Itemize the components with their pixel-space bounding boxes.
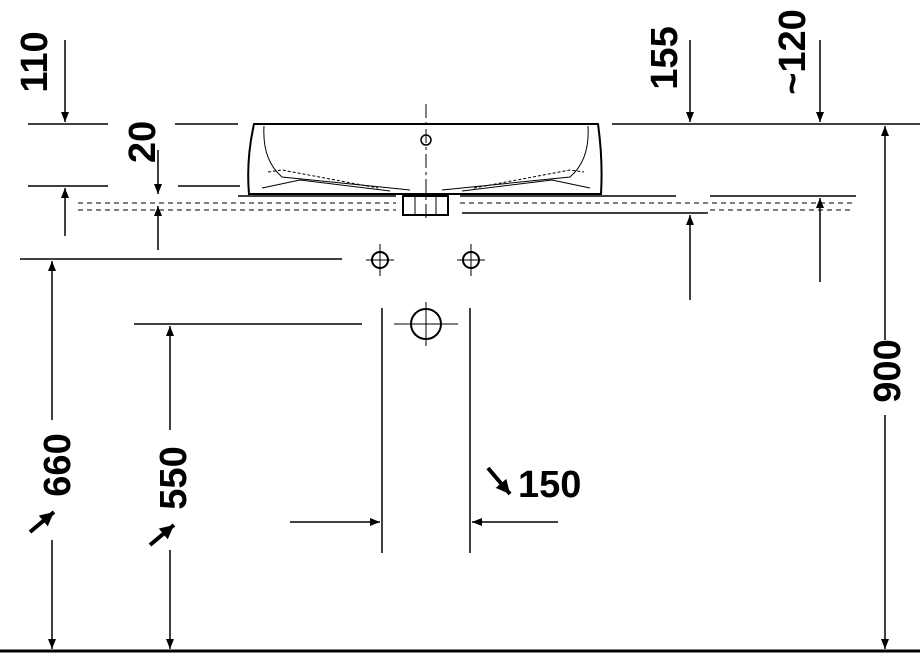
waste-outlet	[402, 195, 449, 216]
pointer-arrows	[28, 466, 512, 547]
dimension-label-150: 150	[518, 464, 581, 506]
dimension-label-900: 900	[867, 339, 909, 402]
pointer-arrow-660	[28, 510, 56, 534]
waste-connection	[394, 302, 458, 346]
countertop-lines	[28, 185, 856, 214]
dimension-label-155: 155	[644, 26, 686, 89]
dimension-label-110: 110	[14, 31, 56, 92]
dimension-arrows	[48, 40, 889, 649]
water-supply-connection-left	[366, 244, 394, 276]
dimension-label-20: 20	[122, 121, 164, 163]
pointer-arrow-150	[486, 466, 512, 496]
dimension-label-550: 550	[153, 446, 195, 509]
water-supply-connection-right	[457, 244, 485, 276]
dimension-label-120: ~120	[772, 9, 814, 95]
dimension-label-660: 660	[37, 433, 79, 496]
pointer-arrow-550	[148, 523, 176, 547]
basin-outline	[247, 123, 603, 195]
countertop-hidden-lines	[78, 202, 852, 211]
